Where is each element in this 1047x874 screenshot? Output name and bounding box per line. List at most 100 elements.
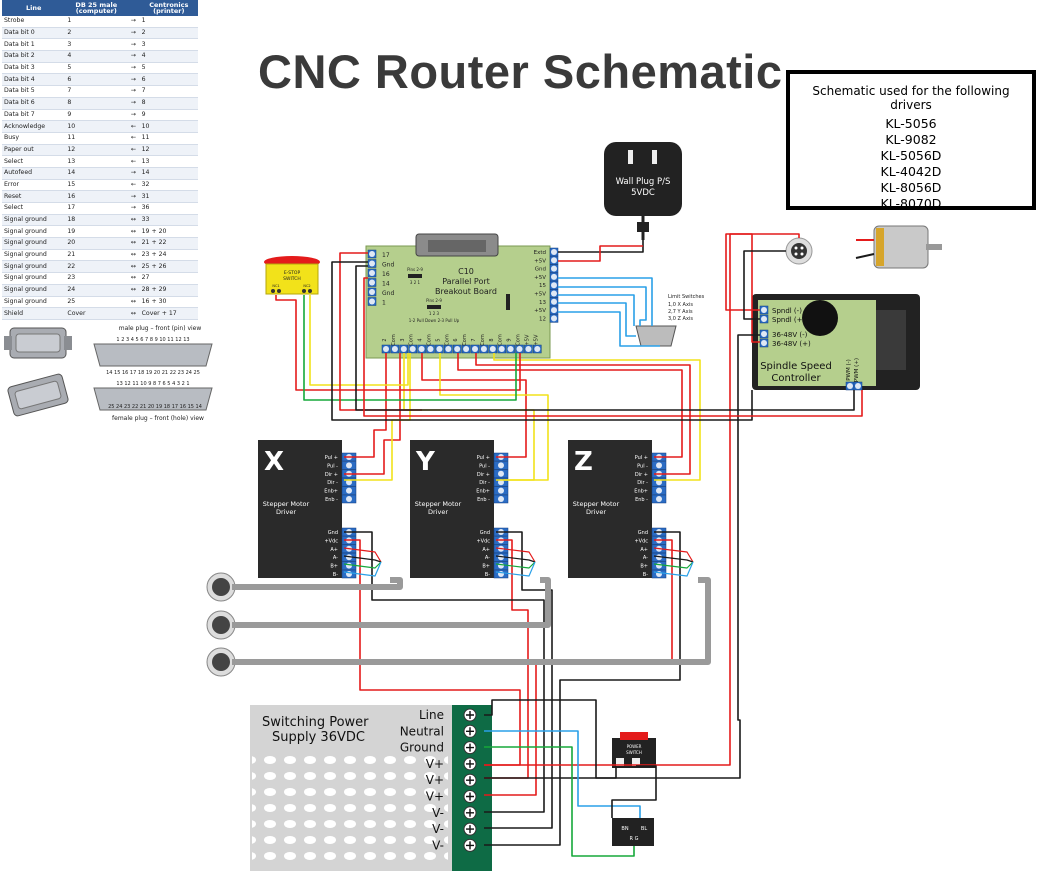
board-bottom-pin-label: 8 (489, 338, 495, 341)
board-bottom-pin-label: 4 (418, 338, 424, 341)
wall-plug-voltage: 5VDC (631, 188, 655, 198)
board-left-pin-label: 14 (382, 281, 390, 288)
driver-terminal-label: Enb - (635, 497, 648, 503)
driver-label: Stepper Motor (415, 500, 462, 508)
driver-terminal-label: Pul - (479, 463, 490, 469)
spindle-connector (785, 237, 813, 265)
driver-axis-label: X (264, 447, 284, 477)
male-plug-photo (4, 327, 72, 359)
stepper-motor-connector-x (206, 572, 236, 602)
switching-power-supply: Switching Power Supply 36VDC LineNeutral… (250, 705, 492, 871)
pinout-direction: → (127, 73, 140, 87)
female-plug-photo (7, 373, 69, 417)
wire (344, 353, 387, 458)
female-top-pin-numbers: 13 12 11 10 9 8 7 6 5 4 3 2 1 (116, 381, 189, 387)
pinout-db25-pin: 22 (65, 260, 128, 274)
driver-terminal-label: A- (485, 555, 490, 561)
pinout-line: Acknowledge (2, 120, 66, 133)
pinout-db25-pin: 10 (65, 120, 128, 133)
board-right-pin-label: 13 (539, 300, 546, 306)
board-bottom-pin-label: +5V (524, 334, 530, 345)
wire (493, 353, 701, 481)
pinout-direction: ← (127, 132, 140, 145)
driver-terminal-label: Gnd (480, 530, 490, 536)
spindle-motor (855, 225, 942, 269)
pinout-centronics-pin: 27 (139, 272, 198, 285)
power-supply-terminal-label: Line (419, 708, 444, 722)
wall-plug-power-supply: Wall Plug P/S 5VDC (604, 142, 682, 240)
board-jumper-note-2: Pins 2-9 (426, 298, 442, 303)
pinout-line: Data bit 6 (2, 97, 66, 110)
board-bottom-pin-label: 7 (471, 338, 477, 341)
driver-axis-label: Z (574, 447, 593, 477)
spindle-pwm-label: PWM (-) (846, 359, 852, 381)
driver-model: KL-4042D (880, 164, 942, 179)
pinout-direction: ↔ (127, 272, 140, 285)
board-left-pin-label: Gnd (382, 290, 394, 297)
pinout-line: Signal ground (2, 225, 66, 239)
board-title: Parallel Port (442, 277, 490, 286)
pinout-line: Error (2, 179, 66, 192)
driver-terminal-label: Pul - (327, 463, 338, 469)
wire (558, 245, 643, 262)
pinout-centronics-pin: 32 (139, 179, 198, 192)
male-top-pin-numbers: 1 2 3 4 5 6 7 8 9 10 11 12 13 (116, 337, 189, 343)
pinout-direction: ↔ (127, 214, 140, 227)
driver-terminal-label: A- (333, 555, 338, 561)
parallel-port-breakout-board: C10 Parallel Port Breakout Board Pins 2-… (365, 233, 559, 359)
pinout-direction: ↔ (127, 260, 140, 274)
pinout-line: Autofeed (2, 167, 66, 180)
pinout-direction: → (127, 167, 140, 180)
spindle-speed-controller: Spindle Speed Controller Spndl (-)Spndl … (752, 294, 920, 391)
pinout-db25-pin: 12 (65, 144, 128, 157)
estop-pin-1: NC1 (272, 284, 279, 288)
driver-axis-label: Y (415, 447, 436, 477)
pinout-direction: ↔ (127, 307, 140, 320)
supported-drivers-box: Schematic used for the following drivers… (786, 70, 1036, 211)
pinout-header-row: Line DB 25 male (computer) Centronics (p… (2, 0, 198, 16)
wire (475, 353, 691, 475)
power-supply-terminal-label: Neutral (400, 724, 444, 738)
driver-terminal-label: +Vdc (634, 538, 648, 544)
power-switch: POWER SWITCH (612, 732, 656, 768)
pinout-db25-pin: 25 (65, 296, 128, 309)
pinout-centronics-pin: 21 + 22 (139, 237, 198, 250)
board-left-pin-label: 16 (382, 271, 390, 278)
pinout-direction: → (127, 62, 140, 75)
driver-terminal-label: Pul + (325, 455, 338, 461)
board-bottom-pin-label: Com (498, 334, 504, 346)
limit-switch-connector: Limit Switches 1,0 X Axis 2,7 Y Axis 3,0… (635, 294, 705, 347)
board-bottom-pin-label: Com (480, 334, 486, 346)
pinout-centronics-pin: 16 + 30 (139, 296, 198, 309)
board-right-pin-label: Gnd (535, 267, 546, 273)
pinout-direction: → (127, 16, 140, 28)
driver-terminal-label: B- (643, 572, 648, 578)
pinout-centronics-pin: 1 (139, 16, 198, 28)
pinout-centronics-pin: 4 (139, 50, 198, 63)
board-right-pin-label: +5V (534, 275, 546, 281)
pinout-line: Data bit 0 (2, 27, 66, 40)
motor-cable (232, 577, 711, 665)
board-left-pin-label: 17 (382, 252, 390, 259)
motor-lead (495, 561, 536, 569)
pinout-line: Signal ground (2, 214, 66, 227)
wall-plug-label: Wall Plug P/S (616, 177, 671, 187)
board-bottom-pin-label: 3 (400, 338, 406, 341)
supported-drivers-header: Schematic used for the following drivers (812, 84, 1010, 112)
driver-terminal-label: Dir + (325, 472, 338, 478)
estop-label-2: SWITCH (283, 276, 301, 282)
wire (484, 334, 760, 779)
pinout-line: Signal ground (2, 260, 66, 274)
pinout-centronics-pin: 5 (139, 62, 198, 75)
motor-cable (232, 577, 551, 628)
motor-lead (343, 561, 382, 577)
